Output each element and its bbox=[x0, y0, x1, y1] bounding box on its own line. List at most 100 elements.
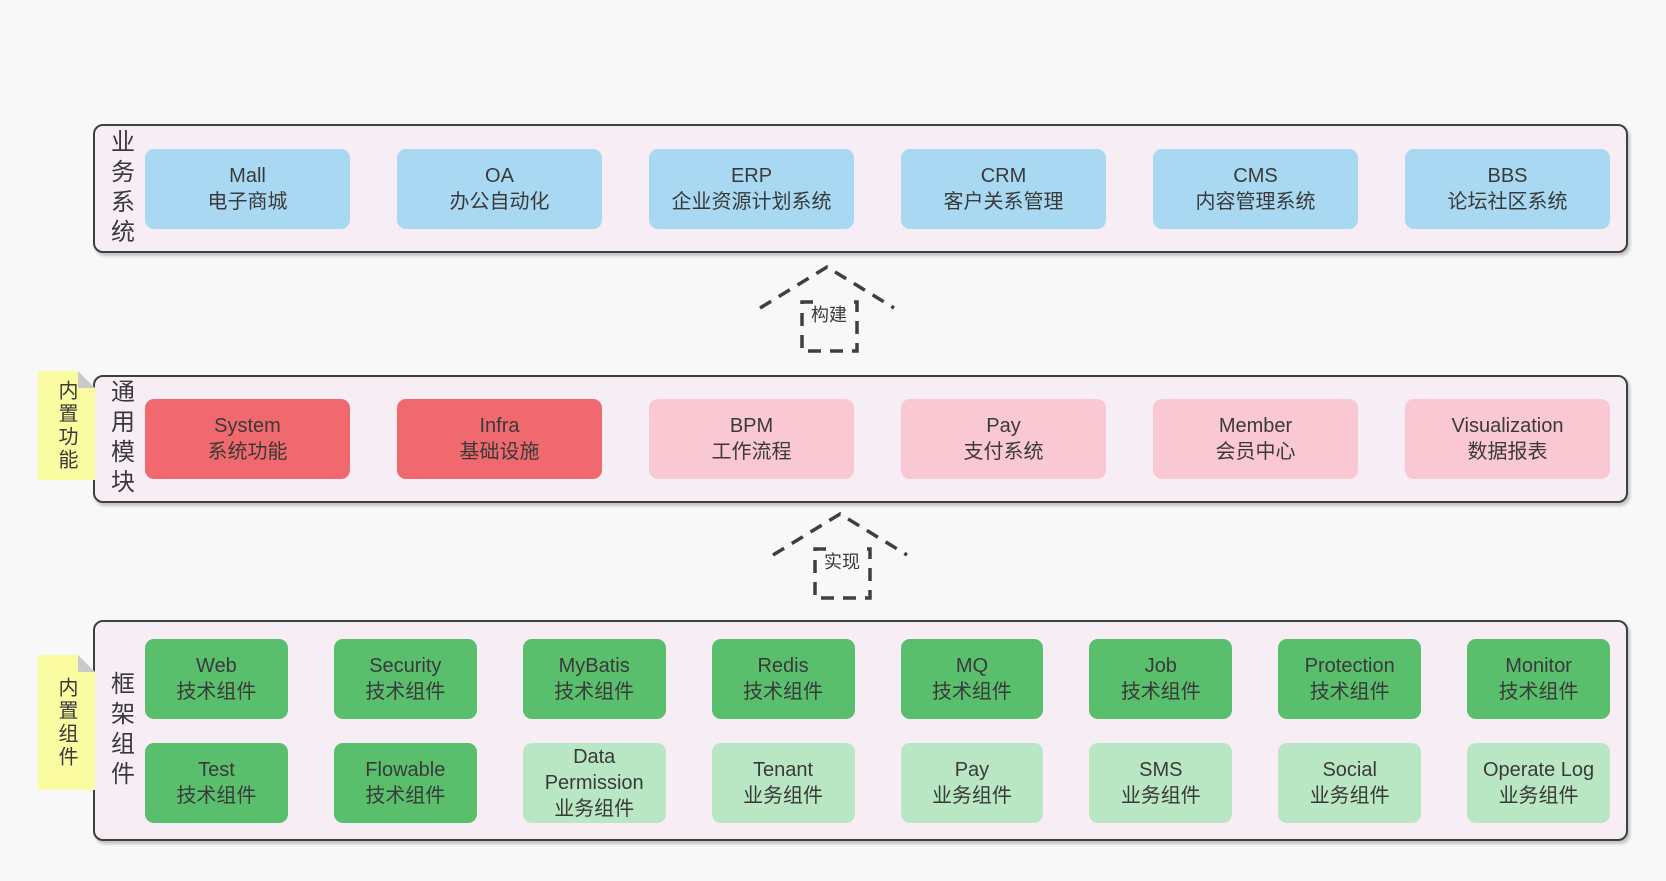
box-cms: CMS 内容管理系统 bbox=[1153, 148, 1358, 229]
box-crm: CRM 客户关系管理 bbox=[901, 148, 1106, 229]
box-data-permission: Data Permission 业务组件 bbox=[522, 742, 666, 823]
box-mq: MQ 技术组件 bbox=[900, 638, 1044, 719]
box-title: OA bbox=[485, 164, 514, 187]
dashed-up-arrow-icon: 构建 bbox=[759, 264, 895, 353]
sticky-note-builtin-functions: 内置功能 bbox=[38, 371, 95, 480]
box-bbs: BBS 论坛社区系统 bbox=[1405, 148, 1610, 229]
box-subtitle: 技术组件 bbox=[931, 680, 1012, 703]
box-bpm: BPM 工作流程 bbox=[649, 399, 854, 479]
box-title: Operate Log bbox=[1482, 758, 1595, 781]
box-subtitle: 办公自动化 bbox=[449, 190, 550, 213]
box-title: Mall bbox=[229, 164, 266, 187]
box-title: BBS bbox=[1487, 164, 1528, 187]
box-protection: Protection 技术组件 bbox=[1278, 638, 1422, 719]
box-social: Social 业务组件 bbox=[1278, 742, 1422, 823]
box-title: Social bbox=[1322, 758, 1377, 781]
box-title: Security bbox=[369, 654, 442, 677]
box-title: SMS bbox=[1139, 758, 1183, 781]
box-subtitle: 技术组件 bbox=[1309, 680, 1390, 703]
box-subtitle: 支付系统 bbox=[963, 441, 1044, 463]
box-title: CMS bbox=[1233, 164, 1278, 187]
box-pay-system: Pay 支付系统 bbox=[901, 399, 1106, 479]
box-subtitle: 技术组件 bbox=[554, 680, 635, 703]
components-boxes-grid: Web 技术组件 Security 技术组件 MyBatis 技术组件 Redi… bbox=[145, 638, 1610, 823]
arrow-label: 构建 bbox=[811, 305, 847, 325]
box-operate-log: Operate Log 业务组件 bbox=[1467, 742, 1610, 823]
box-subtitle: 技术组件 bbox=[176, 784, 257, 807]
box-mall: Mall 电子商城 bbox=[145, 148, 350, 229]
box-subtitle: 技术组件 bbox=[1120, 680, 1201, 703]
section-label-modules: 通用模块 bbox=[106, 379, 134, 499]
implement-arrow: 实现 bbox=[765, 505, 915, 602]
sticky-note-builtin-components: 内置组件 bbox=[38, 655, 95, 790]
box-mybatis: MyBatis 技术组件 bbox=[522, 638, 666, 719]
sticky-note-text: 内置功能 bbox=[55, 379, 77, 472]
box-subtitle: 基础设施 bbox=[459, 441, 540, 463]
box-title: Redis bbox=[757, 654, 809, 677]
box-title: Protection bbox=[1304, 654, 1395, 677]
box-subtitle: 业务组件 bbox=[743, 784, 824, 807]
box-test: Test 技术组件 bbox=[145, 742, 288, 823]
box-infra: Infra 基础设施 bbox=[397, 399, 602, 479]
box-title: BPM bbox=[729, 415, 774, 437]
sticky-note-text: 内置组件 bbox=[55, 676, 77, 769]
box-erp: ERP 企业资源计划系统 bbox=[649, 148, 854, 229]
box-monitor: Monitor 技术组件 bbox=[1467, 638, 1610, 719]
box-title: ERP bbox=[730, 164, 773, 187]
modules-boxes-row: System 系统功能 Infra 基础设施 BPM 工作流程 Pay 支付系统… bbox=[145, 399, 1610, 479]
box-subtitle: 业务组件 bbox=[1498, 784, 1579, 807]
box-title: Flowable bbox=[365, 758, 446, 781]
box-security: Security 技术组件 bbox=[333, 638, 477, 719]
box-subtitle: 业务组件 bbox=[1120, 784, 1201, 807]
business-boxes-row: Mall 电子商城 OA 办公自动化 ERP 企业资源计划系统 CRM 客户关系… bbox=[145, 148, 1610, 229]
box-oa: OA 办公自动化 bbox=[397, 148, 602, 229]
box-title: CRM bbox=[980, 164, 1027, 187]
box-subtitle: 技术组件 bbox=[365, 680, 446, 703]
box-title: Pay bbox=[986, 415, 1021, 437]
box-subtitle: 技术组件 bbox=[743, 680, 824, 703]
box-subtitle: 技术组件 bbox=[1498, 680, 1579, 703]
box-subtitle: 业务组件 bbox=[1309, 784, 1390, 807]
section-business-systems: 业务系统 Mall 电子商城 OA 办公自动化 ERP 企业资源计划系统 CRM… bbox=[93, 124, 1628, 253]
box-title: Infra bbox=[479, 415, 520, 437]
section-label-components: 框架组件 bbox=[106, 670, 134, 791]
box-title: System bbox=[214, 415, 281, 437]
box-title: Tenant bbox=[753, 758, 814, 781]
dashed-up-arrow-icon: 实现 bbox=[772, 511, 908, 600]
box-title: Web bbox=[196, 654, 237, 677]
box-redis: Redis 技术组件 bbox=[711, 638, 855, 719]
box-subtitle: 技术组件 bbox=[365, 784, 446, 807]
box-title: Visualization bbox=[1451, 415, 1564, 437]
box-job: Job 技术组件 bbox=[1089, 638, 1233, 719]
arrow-label: 实现 bbox=[824, 552, 860, 572]
box-subtitle: 业务组件 bbox=[931, 784, 1012, 807]
box-subtitle: 技术组件 bbox=[176, 680, 257, 703]
box-title: Job bbox=[1144, 654, 1177, 677]
box-web: Web 技术组件 bbox=[145, 638, 288, 719]
box-pay-component: Pay 业务组件 bbox=[900, 742, 1044, 823]
box-title: MyBatis bbox=[558, 654, 630, 677]
box-subtitle: 数据报表 bbox=[1467, 441, 1548, 463]
box-subtitle: 内容管理系统 bbox=[1195, 190, 1316, 213]
box-title: Test bbox=[198, 758, 235, 781]
box-subtitle: 业务组件 bbox=[554, 797, 635, 820]
section-label-business: 业务系统 bbox=[106, 128, 134, 249]
box-title: Monitor bbox=[1505, 654, 1572, 677]
box-title: MQ bbox=[955, 654, 989, 677]
box-member: Member 会员中心 bbox=[1153, 399, 1358, 479]
box-subtitle: 客户关系管理 bbox=[943, 190, 1064, 213]
box-subtitle: 电子商城 bbox=[207, 190, 288, 213]
section-common-modules: 通用模块 System 系统功能 Infra 基础设施 BPM 工作流程 Pay… bbox=[93, 375, 1628, 503]
build-arrow: 构建 bbox=[752, 258, 902, 355]
box-subtitle: 企业资源计划系统 bbox=[671, 190, 832, 213]
box-flowable: Flowable 技术组件 bbox=[333, 742, 477, 823]
box-title: Member bbox=[1218, 415, 1293, 437]
folded-corner-icon bbox=[78, 371, 95, 388]
box-subtitle: 论坛社区系统 bbox=[1447, 190, 1568, 213]
box-subtitle: 工作流程 bbox=[711, 441, 792, 463]
box-sms: SMS 业务组件 bbox=[1089, 742, 1233, 823]
box-title: Data Permission bbox=[544, 745, 644, 794]
box-subtitle: 会员中心 bbox=[1215, 441, 1296, 463]
box-visualization: Visualization 数据报表 bbox=[1405, 399, 1610, 479]
